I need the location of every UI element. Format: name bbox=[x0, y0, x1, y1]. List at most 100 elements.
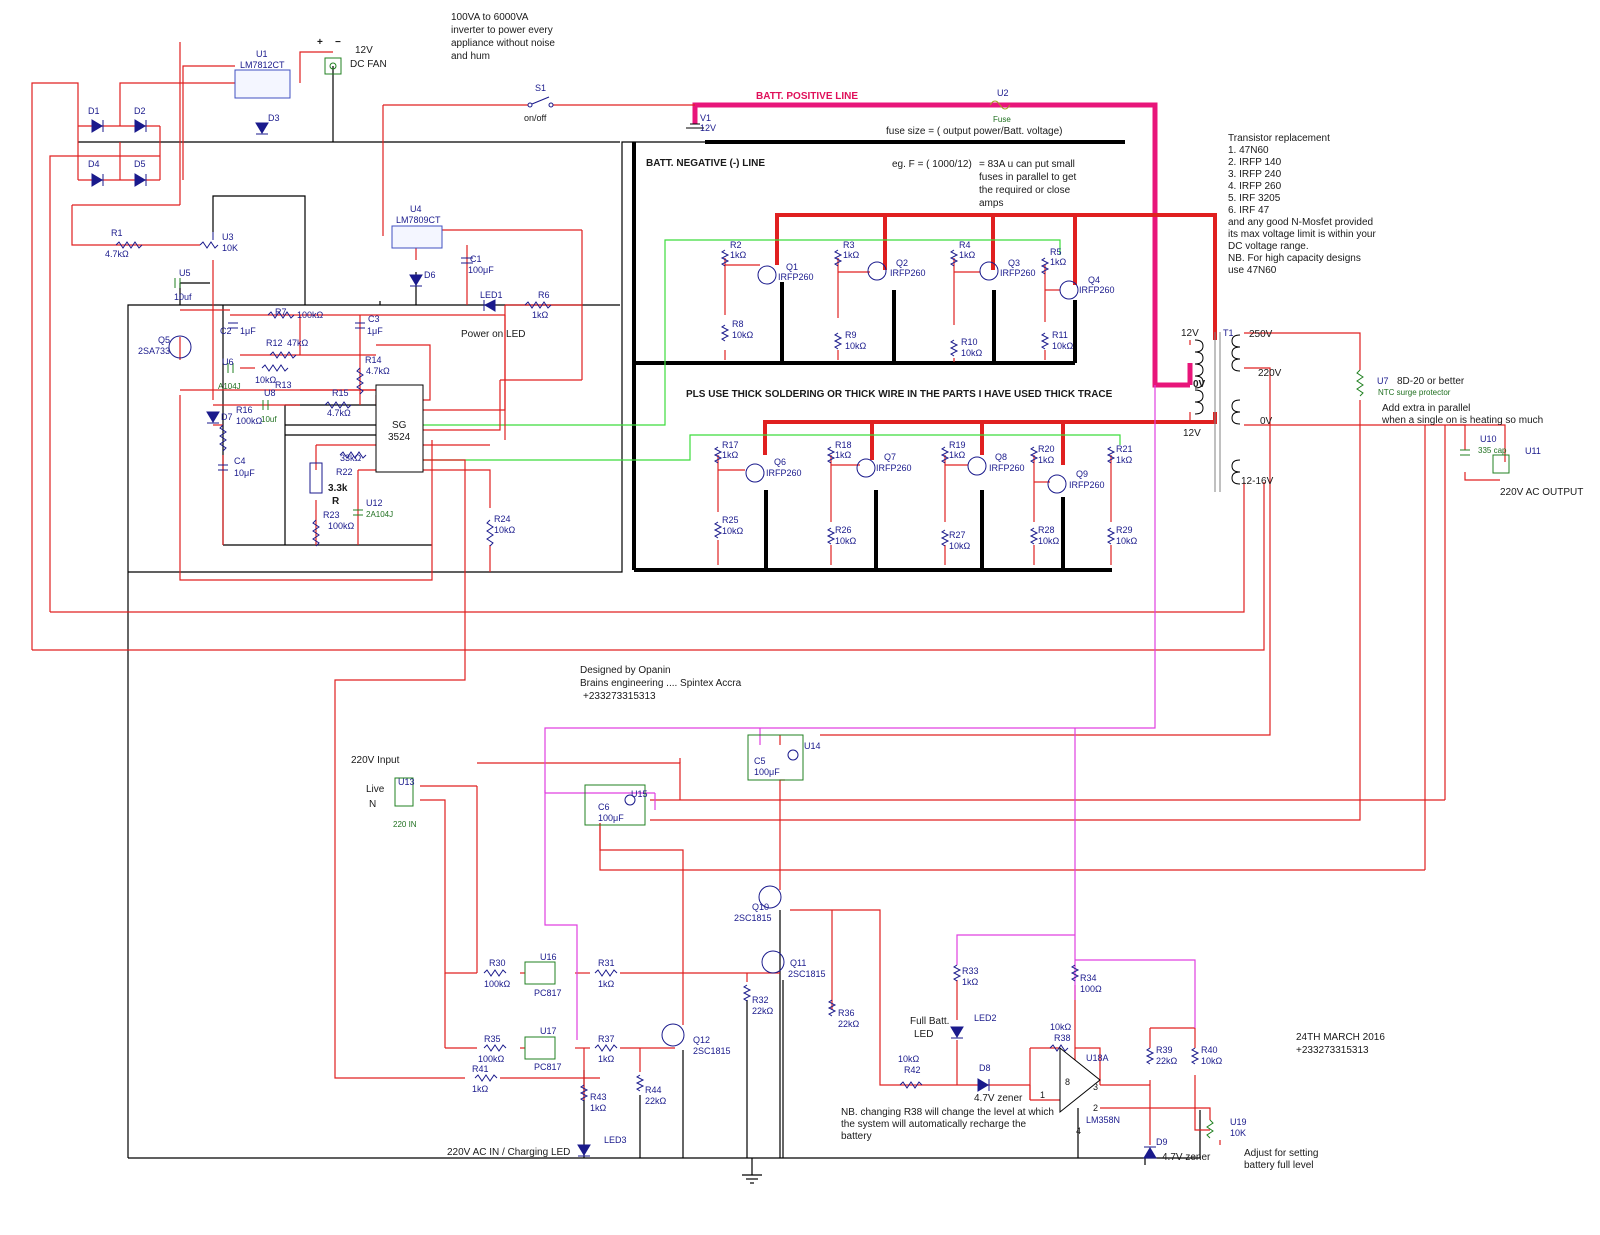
r22-val: 33kΩ bbox=[340, 453, 362, 463]
u6-val: A104J bbox=[218, 382, 241, 391]
r32-ref: R32 bbox=[752, 995, 769, 1005]
v1-ref: V1 bbox=[700, 113, 711, 123]
r27-val: 10kΩ bbox=[949, 541, 971, 551]
batt-positive-label: BATT. POSITIVE LINE bbox=[756, 91, 858, 102]
r11-val: 10kΩ bbox=[1052, 341, 1074, 351]
r28-val: 10kΩ bbox=[1038, 536, 1060, 546]
r31-val: 1kΩ bbox=[598, 979, 615, 989]
r40-val: 10kΩ bbox=[1201, 1056, 1223, 1066]
fan-minus: − bbox=[335, 37, 341, 48]
batt-positive-thick bbox=[692, 102, 1193, 388]
u6-ref: U6 bbox=[222, 357, 234, 367]
c2-ref: C2 bbox=[220, 326, 232, 336]
r12-ref: R12 bbox=[266, 338, 283, 348]
ntc-note-2: NTC surge protector bbox=[1378, 388, 1451, 397]
q2-ref: Q2 bbox=[896, 258, 908, 268]
r20-val: 1kΩ bbox=[1038, 455, 1055, 465]
d6-ref: D6 bbox=[424, 270, 436, 280]
q11-val: 2SC1815 bbox=[788, 969, 826, 979]
q6-val: IRFP260 bbox=[766, 468, 802, 478]
q9-val: IRFP260 bbox=[1069, 480, 1105, 490]
r37-val: 1kΩ bbox=[598, 1054, 615, 1064]
fuse-example: eg. F = ( 1000/12) bbox=[892, 159, 972, 170]
r12-val: 47kΩ bbox=[287, 338, 309, 348]
q11-ref: Q11 bbox=[790, 958, 806, 968]
c1-ref: C1 bbox=[470, 254, 482, 264]
r-ref: R bbox=[332, 496, 340, 507]
q4-ref: Q4 bbox=[1088, 275, 1100, 285]
r39-val: 22kΩ bbox=[1156, 1056, 1178, 1066]
r38-val: 10kΩ bbox=[1050, 1022, 1072, 1032]
wires-red bbox=[31, 42, 1506, 1145]
r10-val: 10kΩ bbox=[961, 348, 983, 358]
r40-ref: R40 bbox=[1201, 1045, 1218, 1055]
r20-ref: R20 bbox=[1038, 444, 1055, 454]
r42-val: 10kΩ bbox=[898, 1054, 920, 1064]
r3-val: 1kΩ bbox=[843, 250, 860, 260]
u4-ref: U4 bbox=[410, 204, 422, 214]
u11-ref: U11 bbox=[1525, 446, 1541, 456]
c6-ref: C6 bbox=[598, 802, 610, 812]
u8-val: 10uf bbox=[261, 415, 277, 424]
d2-ref: D2 bbox=[134, 106, 146, 116]
r25-val: 10kΩ bbox=[722, 526, 744, 536]
fan-label: DC FAN bbox=[350, 59, 387, 70]
r8-val: 10kΩ bbox=[732, 330, 754, 340]
t1-ref: T1 bbox=[1223, 328, 1234, 338]
wires-black bbox=[78, 66, 1201, 1184]
d9-val: 4.7V zener bbox=[1162, 1152, 1211, 1163]
t1-250v: 250V bbox=[1249, 329, 1273, 340]
r33-ref: R33 bbox=[962, 966, 979, 976]
ac-output-label: 220V AC OUTPUT bbox=[1500, 487, 1583, 498]
q7-val: IRFP260 bbox=[876, 463, 912, 473]
r16-ref: R16 bbox=[236, 405, 253, 415]
u13-ref: U13 bbox=[398, 777, 415, 787]
r18-val: 1kΩ bbox=[835, 450, 852, 460]
d8-val: 4.7V zener bbox=[974, 1093, 1023, 1104]
u17-val: PC817 bbox=[534, 1062, 562, 1072]
q12-val: 2SC1815 bbox=[693, 1046, 731, 1056]
r1-val: 4.7kΩ bbox=[105, 249, 129, 259]
r41-ref: R41 bbox=[472, 1064, 489, 1074]
sense-lines-magenta bbox=[544, 385, 1196, 1040]
q8-ref: Q8 bbox=[995, 452, 1007, 462]
r6-ref: R6 bbox=[538, 290, 550, 300]
ac-in-charging-led-label: 220V AC IN / Charging LED bbox=[447, 1147, 570, 1158]
t1-0v-out: 0V bbox=[1260, 416, 1273, 427]
r41-val: 1kΩ bbox=[472, 1084, 489, 1094]
s1-val: on/off bbox=[524, 113, 547, 123]
r24-val: 10kΩ bbox=[494, 525, 516, 535]
r35-ref: R35 bbox=[484, 1034, 501, 1044]
r19-val: 1kΩ bbox=[949, 450, 966, 460]
ntc-note: 8D-20 or better bbox=[1397, 376, 1465, 387]
r16-val: 100kΩ bbox=[236, 416, 263, 426]
u13-value: 220 IN bbox=[393, 820, 417, 829]
batt-negative-label: BATT. NEGATIVE (-) LINE bbox=[646, 158, 765, 169]
c5-val: 100μF bbox=[754, 767, 780, 777]
r25-ref: R25 bbox=[722, 515, 739, 525]
sg3524-ref: SG bbox=[392, 420, 407, 431]
r31-ref: R31 bbox=[598, 958, 615, 968]
u15-ref: U15 bbox=[631, 789, 648, 799]
d8-ref: D8 bbox=[979, 1063, 991, 1073]
r36-ref: R36 bbox=[838, 1008, 855, 1018]
r39-ref: R39 bbox=[1156, 1045, 1173, 1055]
r17-val: 1kΩ bbox=[722, 450, 739, 460]
opamp-pin-3: 3 bbox=[1093, 1082, 1098, 1092]
opamp-pin-4: 4 bbox=[1076, 1126, 1081, 1136]
t1-12-16v: 12-16V bbox=[1241, 476, 1274, 487]
t1-0v: 0V bbox=[1193, 379, 1206, 390]
r15-val: 4.7kΩ bbox=[327, 408, 351, 418]
v1-val: 12V bbox=[700, 123, 716, 133]
r29-val: 10kΩ bbox=[1116, 536, 1138, 546]
r9-ref: R9 bbox=[845, 330, 857, 340]
u17-ref: U17 bbox=[540, 1026, 557, 1036]
r21-val: 1kΩ bbox=[1116, 455, 1133, 465]
opamp-pin-2: 2 bbox=[1093, 1103, 1098, 1113]
r44-val: 22kΩ bbox=[645, 1096, 667, 1106]
